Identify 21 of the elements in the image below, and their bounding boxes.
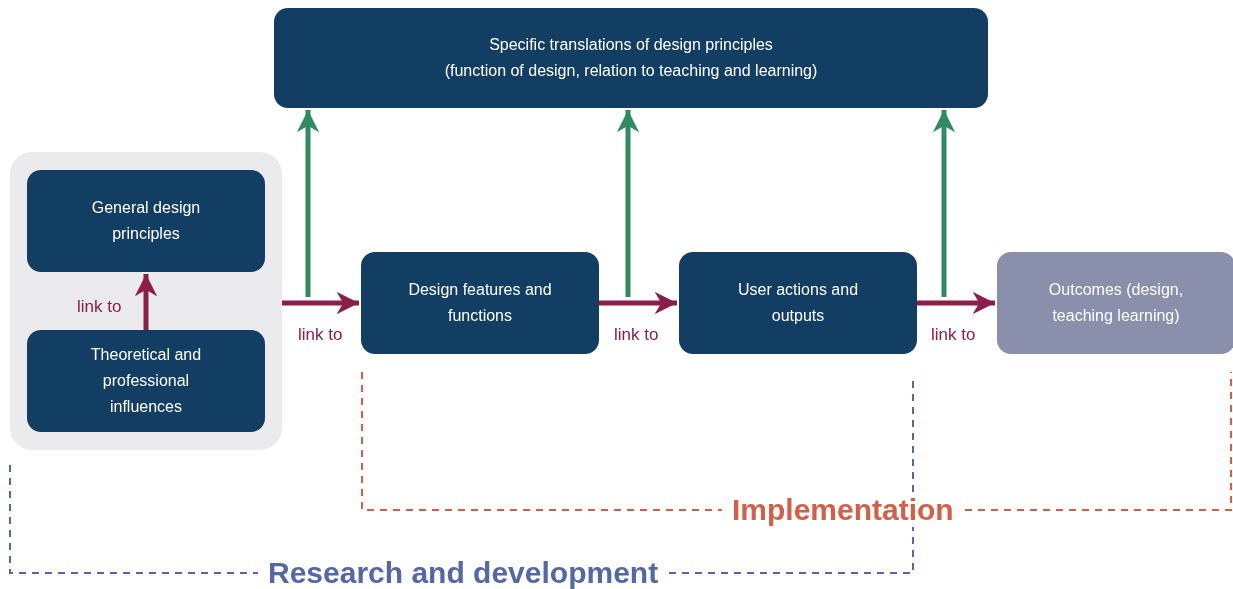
group-panel — [10, 152, 282, 450]
arrow — [282, 291, 359, 315]
arrow — [134, 274, 158, 330]
arrow — [917, 291, 995, 315]
process-box — [361, 252, 599, 354]
box-text: Outcomes (design, teaching learning) — [1047, 280, 1185, 326]
process-box — [679, 252, 917, 354]
box-text: User actions and outputs — [736, 280, 860, 326]
arrow — [616, 110, 640, 297]
arrow — [296, 110, 320, 297]
arrow — [599, 291, 677, 315]
box-text: Design features and functions — [407, 280, 553, 326]
arrow — [932, 110, 956, 297]
box-text: Theoretical and professional influences — [89, 345, 203, 417]
process-box — [27, 330, 265, 432]
outcome-box — [997, 252, 1233, 354]
process-box — [27, 170, 265, 272]
box-text: (function of design, relation to teaching and learning) — [444, 61, 818, 81]
box-text: General design principles — [90, 198, 202, 244]
process-box — [274, 8, 988, 108]
box-text: Specific translations of design principles — [489, 35, 773, 55]
